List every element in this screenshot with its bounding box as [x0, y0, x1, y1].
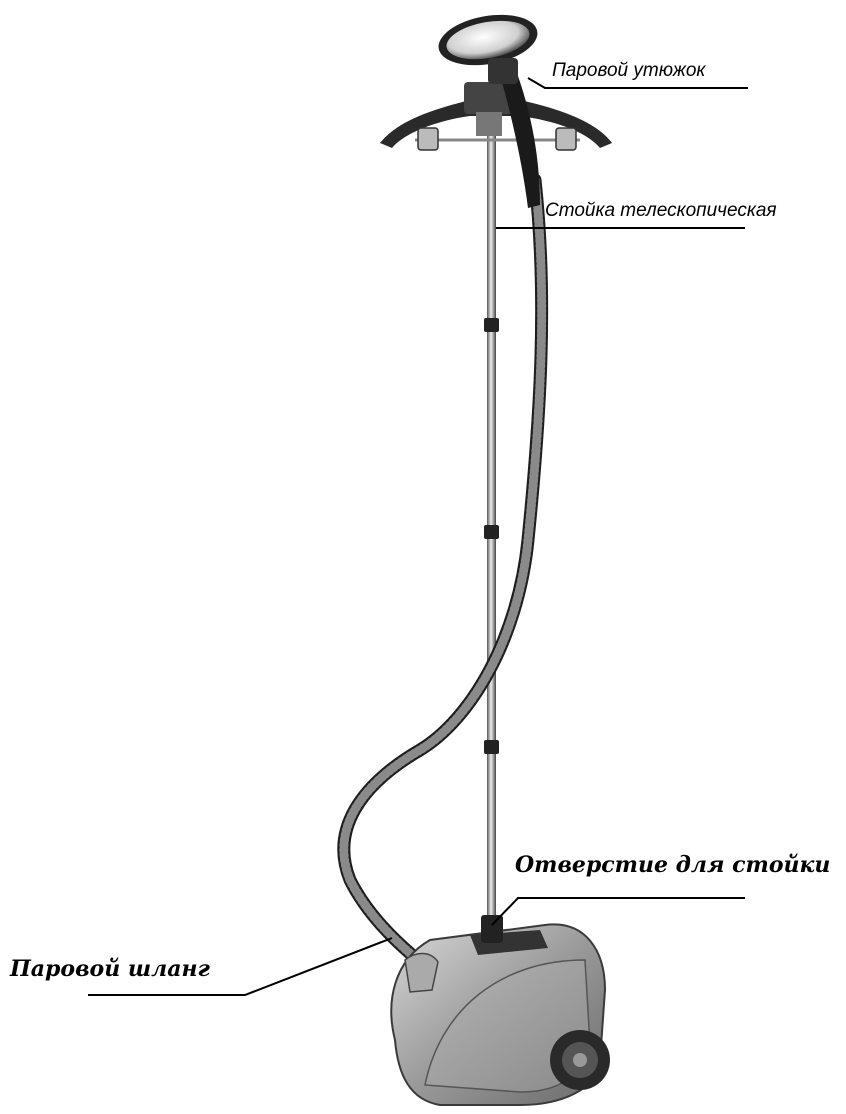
- label-steam-iron: Паровой утюжок: [552, 60, 706, 81]
- callout-stand-socket: Отверстие для стойки: [492, 852, 830, 925]
- label-stand-socket: Отверстие для стойки: [515, 852, 830, 878]
- pole-joint: [484, 740, 499, 754]
- steam-hose: [344, 180, 542, 970]
- label-telescopic-stand: Стойка телескопическая: [545, 200, 777, 221]
- pole-joint: [484, 318, 499, 332]
- garment-hanger: [380, 82, 612, 150]
- callout-steam-hose: Паровой шланг: [9, 938, 392, 995]
- stand-socket: [481, 915, 503, 943]
- label-steam-hose: Паровой шланг: [9, 956, 211, 982]
- steamer-base: [391, 915, 610, 1105]
- pole-joint: [484, 525, 499, 539]
- callout-steam-iron: Паровой утюжок: [528, 60, 748, 88]
- telescopic-pole: [484, 135, 499, 935]
